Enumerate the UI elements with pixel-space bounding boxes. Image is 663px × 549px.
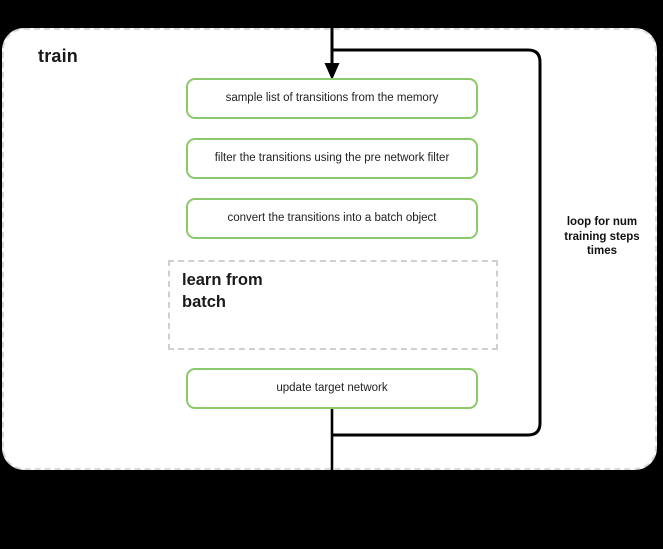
step-box-sample-transitions[interactable]: sample list of transitions from the memo… — [186, 78, 478, 119]
step-label: sample list of transitions from the memo… — [225, 91, 439, 104]
learn-from-batch-label: learn from batch — [182, 269, 297, 314]
train-title: train — [38, 46, 79, 66]
learn-from-batch-block[interactable]: learn from batch — [168, 260, 498, 350]
step-box-update-target-network[interactable]: update target network — [186, 368, 478, 409]
loop-label-line-3: times — [586, 245, 618, 258]
step-label: filter the transitions using the pre net… — [214, 151, 450, 164]
step-label: convert the transitions into a batch obj… — [227, 211, 437, 224]
learn-from-batch-label-line-2: batch — [182, 293, 227, 312]
step-label: update target network — [276, 381, 388, 394]
loop-label: loop for num training steps times — [547, 215, 657, 259]
loop-label-line-2: training steps — [564, 230, 640, 243]
loop-label-line-1: loop for num — [566, 216, 638, 228]
learn-from-batch-label-line-1: learn from — [182, 271, 263, 289]
step-box-filter-transitions[interactable]: filter the transitions using the pre net… — [186, 138, 478, 179]
step-box-convert-to-batch[interactable]: convert the transitions into a batch obj… — [186, 198, 478, 239]
